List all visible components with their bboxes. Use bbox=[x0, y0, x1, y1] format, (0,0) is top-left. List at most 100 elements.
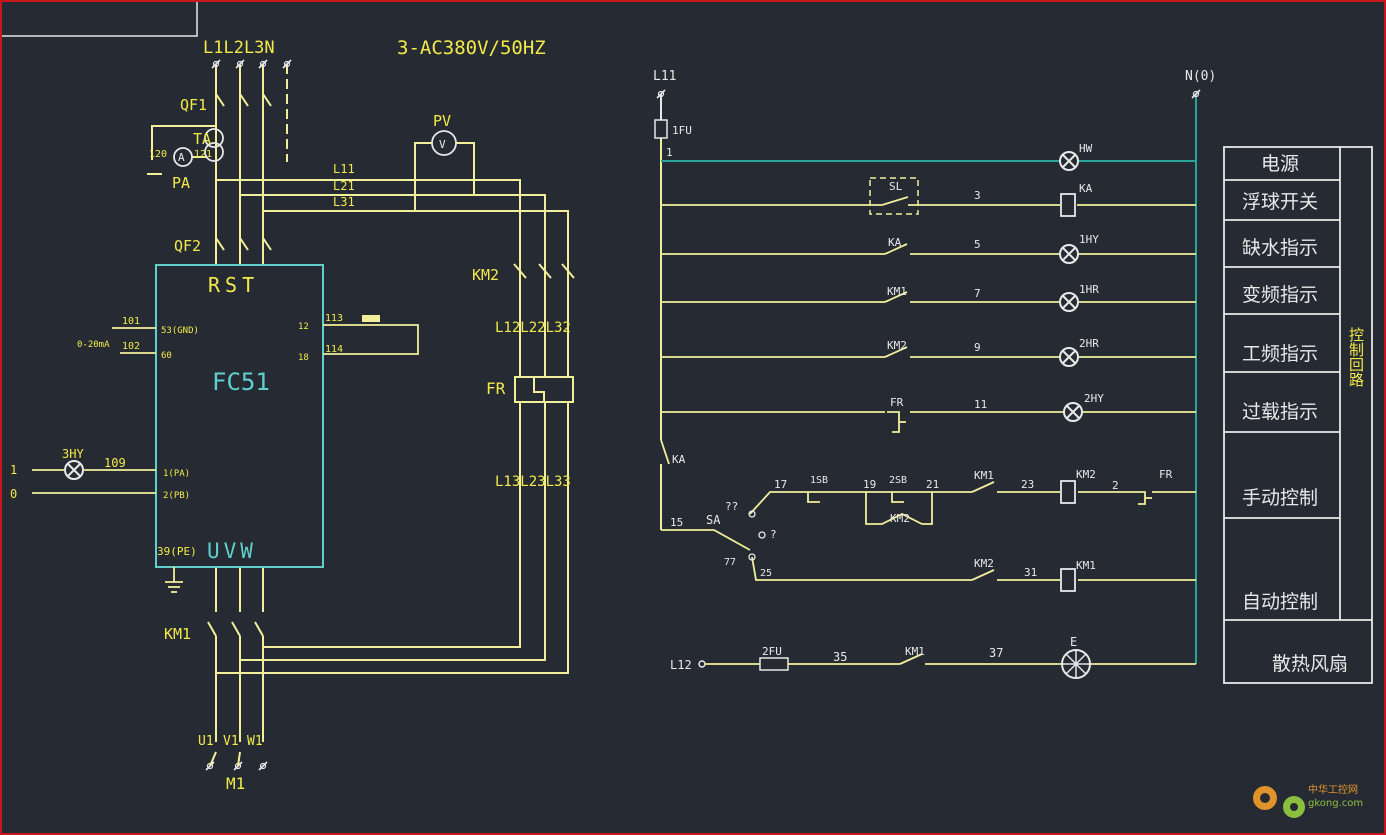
legend-manual-control: 手动控制 bbox=[1242, 487, 1318, 509]
legend-overload: 过载指示 bbox=[1242, 401, 1318, 423]
float-switch-label: SL bbox=[889, 180, 903, 193]
fuse-2fu bbox=[759, 657, 789, 671]
contact-km2-label: KM2 bbox=[887, 339, 907, 352]
legend-table bbox=[1223, 146, 1373, 684]
wire-19: 19 bbox=[863, 478, 876, 491]
legend-control-circuit: 控制回路 bbox=[1347, 327, 1365, 387]
wire-9: 9 bbox=[974, 341, 981, 354]
wire-21: 21 bbox=[926, 478, 939, 491]
watermark-cn: 中华工控网 bbox=[1308, 783, 1358, 796]
coil-km2-label: KM2 bbox=[1076, 468, 1096, 481]
float-switch-sl bbox=[869, 177, 919, 215]
fuse-1fu-label: 1FU bbox=[672, 124, 692, 137]
fan-e-label: E bbox=[1070, 635, 1077, 649]
contact-km2-auto-label: KM2 bbox=[974, 557, 994, 570]
current-transformer-ta bbox=[204, 128, 224, 148]
terminal-53: 53(GND) bbox=[161, 326, 199, 336]
wire-1: 1 bbox=[666, 146, 673, 159]
motor-label: M1 bbox=[226, 774, 245, 793]
terminal-18: 18 bbox=[298, 353, 309, 363]
wire-23: 23 bbox=[1021, 478, 1034, 491]
contact-km1-manual-label: KM1 bbox=[974, 469, 994, 482]
bus-label: L1L2L3N bbox=[203, 38, 275, 58]
contact-ka-label: KA bbox=[888, 236, 902, 249]
terminal-12: 12 bbox=[298, 322, 309, 332]
control-neutral-label: N(0) bbox=[1185, 69, 1216, 84]
wire-37: 37 bbox=[989, 646, 1003, 660]
contact-km2-holding-label: KM2 bbox=[890, 512, 910, 525]
wire-3: 3 bbox=[974, 189, 981, 202]
lamp-hw-label: HW bbox=[1079, 142, 1093, 155]
qf2-label: QF2 bbox=[174, 237, 201, 255]
watermark-logo bbox=[1253, 786, 1305, 818]
wire-31: 31 bbox=[1024, 566, 1037, 579]
terminal-60: 60 bbox=[161, 351, 172, 361]
ta-label: TA bbox=[193, 130, 211, 148]
input-0-label: 0 bbox=[10, 487, 17, 501]
coil-ka bbox=[1060, 193, 1076, 217]
wire-109: 109 bbox=[104, 456, 126, 470]
current-transformer-ta-2 bbox=[204, 142, 224, 162]
qf1-label: QF1 bbox=[180, 96, 207, 114]
contact-fr-manual-label: FR bbox=[1159, 468, 1173, 481]
terminal-2-pb: 2(PB) bbox=[163, 491, 190, 501]
lamp-1hr-label: 1HR bbox=[1079, 283, 1099, 296]
voltmeter-pv bbox=[431, 130, 457, 156]
lamp-1hy-label: 1HY bbox=[1079, 233, 1099, 246]
wire-15: 15 bbox=[670, 516, 683, 529]
selector-mark-1: ?? bbox=[725, 500, 738, 513]
ammeter-symbol: A bbox=[178, 151, 185, 164]
contact-km1-fan-label: KM1 bbox=[905, 645, 925, 658]
wire-l21: L21 bbox=[333, 179, 355, 193]
control-rungs bbox=[660, 204, 1196, 665]
relay-contact bbox=[362, 315, 380, 322]
input-1-label: 1 bbox=[10, 463, 17, 477]
control-l12-label: L12 bbox=[670, 658, 692, 672]
contact-fr-label: FR bbox=[890, 396, 904, 409]
wire-25: 25 bbox=[760, 568, 772, 579]
fuse-2fu-label: 2FU bbox=[762, 645, 782, 658]
contact-km1-label: KM1 bbox=[887, 285, 907, 298]
watermark-url: gkong.com bbox=[1308, 798, 1363, 809]
wire-5: 5 bbox=[974, 238, 981, 251]
motor-terminal-u1: U1 bbox=[198, 734, 214, 749]
lamp-2hy-label: 2HY bbox=[1084, 392, 1104, 405]
signal-range: 0-20mA bbox=[77, 340, 110, 350]
coil-km1 bbox=[1060, 568, 1076, 592]
ta-terminal-120: 120 bbox=[149, 149, 167, 160]
wire-77: 77 bbox=[724, 557, 736, 568]
ta-terminal-121: 121 bbox=[194, 149, 212, 160]
wire-114: 114 bbox=[325, 344, 343, 355]
wire-l31: L31 bbox=[333, 195, 355, 209]
pv-label: PV bbox=[433, 112, 451, 130]
wire-l11: L11 bbox=[333, 162, 355, 176]
fr-wires-label: L13L23L33 bbox=[495, 474, 571, 490]
km1-power-label: KM1 bbox=[164, 625, 191, 643]
coil-km2 bbox=[1060, 480, 1076, 504]
inverter-model: FC51 bbox=[212, 368, 270, 396]
selector-sa-label: SA bbox=[706, 513, 721, 527]
motor-terminal-w1: W1 bbox=[247, 734, 263, 749]
wire-2: 2 bbox=[1112, 479, 1119, 492]
legend-line-frequency: 工频指示 bbox=[1242, 343, 1318, 365]
diagram-title: 3-AC380V/50HZ bbox=[397, 37, 546, 59]
wire-113: 113 bbox=[325, 313, 343, 324]
ammeter-pa bbox=[173, 147, 193, 167]
button-2sb-label: 2SB bbox=[889, 475, 907, 486]
motor-terminal-v1: V1 bbox=[223, 734, 239, 749]
wire-7: 7 bbox=[974, 287, 981, 300]
motor-leads bbox=[209, 636, 264, 767]
inverter-input-terminals: RST bbox=[208, 273, 259, 297]
thermal-relay-fr bbox=[514, 376, 574, 403]
selector-mark-2: ? bbox=[770, 528, 777, 541]
fr-power-label: FR bbox=[486, 379, 506, 398]
wire-102: 102 bbox=[122, 341, 140, 352]
km2-power-label: KM2 bbox=[472, 266, 499, 284]
legend-float-switch: 浮球开关 bbox=[1242, 191, 1318, 213]
legend-cooling-fan: 散热风扇 bbox=[1272, 653, 1348, 675]
frame-corner bbox=[2, 2, 198, 37]
legend-auto-control: 自动控制 bbox=[1242, 591, 1318, 613]
legend-water-shortage: 缺水指示 bbox=[1242, 237, 1318, 259]
